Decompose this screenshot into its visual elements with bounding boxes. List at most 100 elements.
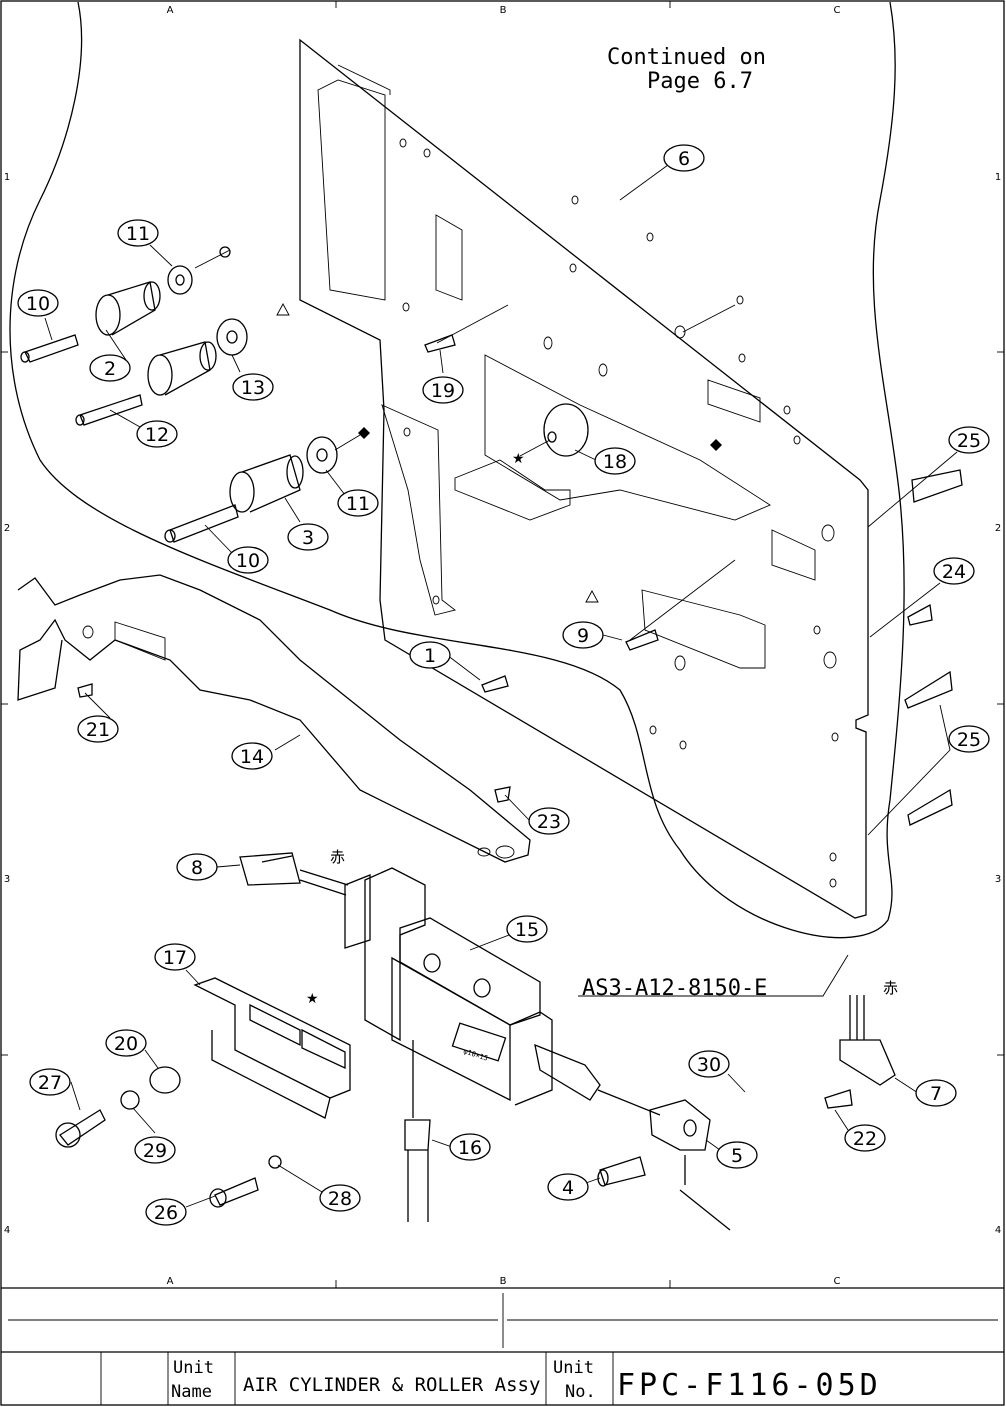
balloon-number: 16 <box>458 1137 482 1159</box>
diamond-marker-icon <box>358 427 370 439</box>
grid-ticks <box>1 1 1004 1288</box>
balloon-number: 3 <box>302 527 314 549</box>
balloon-number: 21 <box>86 719 110 741</box>
balloon-number: 15 <box>515 919 539 941</box>
balloon-number: 22 <box>853 1128 877 1150</box>
part-balloon-27: 27 <box>30 1069 70 1095</box>
part-balloon-19: 19 <box>423 377 463 403</box>
part-balloon-10: 10 <box>18 290 58 316</box>
part-balloon-17: 17 <box>155 944 195 970</box>
part-balloon-2: 2 <box>90 355 130 381</box>
part-balloon-13: 13 <box>233 374 273 400</box>
part-balloon-20: 20 <box>106 1030 146 1056</box>
cylinder-marking: φ10×15 <box>462 1047 489 1062</box>
balloon-number: 26 <box>154 1202 178 1224</box>
balloon-number: 11 <box>126 223 150 245</box>
part-balloon-3: 3 <box>288 524 328 550</box>
grid-column-c: C <box>834 5 841 16</box>
balloon-number: 2 <box>104 358 116 380</box>
balloon-number: 6 <box>678 148 690 170</box>
balloon-number: 7 <box>930 1083 942 1105</box>
wire-color-mark: 赤 <box>330 848 345 866</box>
part-balloon-14: 14 <box>232 743 272 769</box>
unit-no-label-1: Unit <box>553 1358 594 1378</box>
mounting-bracket <box>56 470 962 1207</box>
part-balloon-12: 12 <box>137 421 177 447</box>
wire-color-mark-sensor: 赤 <box>883 979 898 997</box>
star-marker-icon: ★ <box>306 991 319 1007</box>
balloon-number: 25 <box>957 729 981 751</box>
balloon-number: 27 <box>38 1072 62 1094</box>
unit-no-label-2: No. <box>565 1382 596 1402</box>
grid-row-3: 3 <box>4 874 10 885</box>
diamond-marker-icon <box>710 439 722 451</box>
unit-number: FPC-F116-05D <box>617 1368 882 1403</box>
part-balloon-22: 22 <box>845 1125 885 1151</box>
part-balloon-8: 8 <box>177 854 217 880</box>
grid-column-a: A <box>167 5 174 16</box>
part-balloon-29: 29 <box>135 1137 175 1163</box>
triangle-marker-icon <box>277 304 289 315</box>
balloon-number: 24 <box>942 561 966 583</box>
balloon-number: 10 <box>236 550 260 572</box>
balloon-number: 10 <box>26 293 50 315</box>
balloon-number: 23 <box>537 811 561 833</box>
part-balloon-21: 21 <box>78 716 118 742</box>
unit-name-label-1: Unit <box>173 1358 214 1378</box>
reference-markers: ★ ★ <box>277 304 722 1007</box>
balloon-number: 4 <box>562 1177 574 1199</box>
continued-note-line2: Page 6.7 <box>647 69 753 94</box>
air-cylinder <box>240 853 730 1230</box>
part-balloon-30: 30 <box>689 1051 729 1077</box>
grid-column-b: B <box>500 5 507 16</box>
unit-name: AIR CYLINDER & ROLLER Assy <box>243 1374 540 1396</box>
assembly-boundary <box>10 2 904 938</box>
part-balloon-1: 1 <box>410 642 450 668</box>
assembly-number: AS3-A12-8150-E <box>582 976 767 1001</box>
part-balloon-16: 16 <box>450 1134 490 1160</box>
part-balloon-18: 18 <box>595 448 635 474</box>
unit-name-label-2: Name <box>171 1382 212 1402</box>
balloon-number: 29 <box>143 1140 167 1162</box>
part-balloon-11: 11 <box>118 220 158 246</box>
part-balloon-10: 10 <box>228 547 268 573</box>
balloon-number: 20 <box>114 1033 138 1055</box>
part-balloon-11: 11 <box>338 490 378 516</box>
plate-holes <box>400 139 838 887</box>
triangle-marker-icon <box>586 591 598 602</box>
balloon-number: 17 <box>163 947 187 969</box>
part-balloon-23: 23 <box>529 808 569 834</box>
balloon-number: 9 <box>577 625 589 647</box>
grid-row-2: 2 <box>4 523 10 534</box>
grid-row-1-right: 1 <box>995 172 1001 183</box>
grid-column-c-bottom: C <box>834 1276 841 1287</box>
part-balloon-5: 5 <box>717 1142 757 1168</box>
part-balloon-9: 9 <box>563 622 603 648</box>
part-balloon-26: 26 <box>146 1199 186 1225</box>
part-balloon-25: 25 <box>949 427 989 453</box>
part-balloon-4: 4 <box>548 1174 588 1200</box>
grid-column-a-bottom: A <box>167 1276 174 1287</box>
grid-row-4-right: 4 <box>995 1225 1001 1236</box>
grid-row-1: 1 <box>4 172 10 183</box>
star-marker-icon: ★ <box>512 451 525 467</box>
continued-note-line1: Continued on <box>607 45 766 70</box>
grid-column-b-bottom: B <box>500 1276 507 1287</box>
balloon-number: 25 <box>957 430 981 452</box>
balloon-number: 11 <box>346 493 370 515</box>
part-balloon-24: 24 <box>934 558 974 584</box>
balloon-number: 28 <box>328 1188 352 1210</box>
balloon-number: 5 <box>731 1145 743 1167</box>
part-balloon-6: 6 <box>664 145 704 171</box>
part-balloon-25: 25 <box>949 726 989 752</box>
balloon-number: 14 <box>240 746 264 768</box>
balloon-number: 13 <box>241 377 265 399</box>
roller-parts <box>21 247 658 692</box>
part-balloon-28: 28 <box>320 1185 360 1211</box>
grid-row-3-right: 3 <box>995 874 1001 885</box>
balloon-number: 30 <box>697 1054 721 1076</box>
part-balloon-15: 15 <box>507 916 547 942</box>
balloon-number: 12 <box>145 424 169 446</box>
